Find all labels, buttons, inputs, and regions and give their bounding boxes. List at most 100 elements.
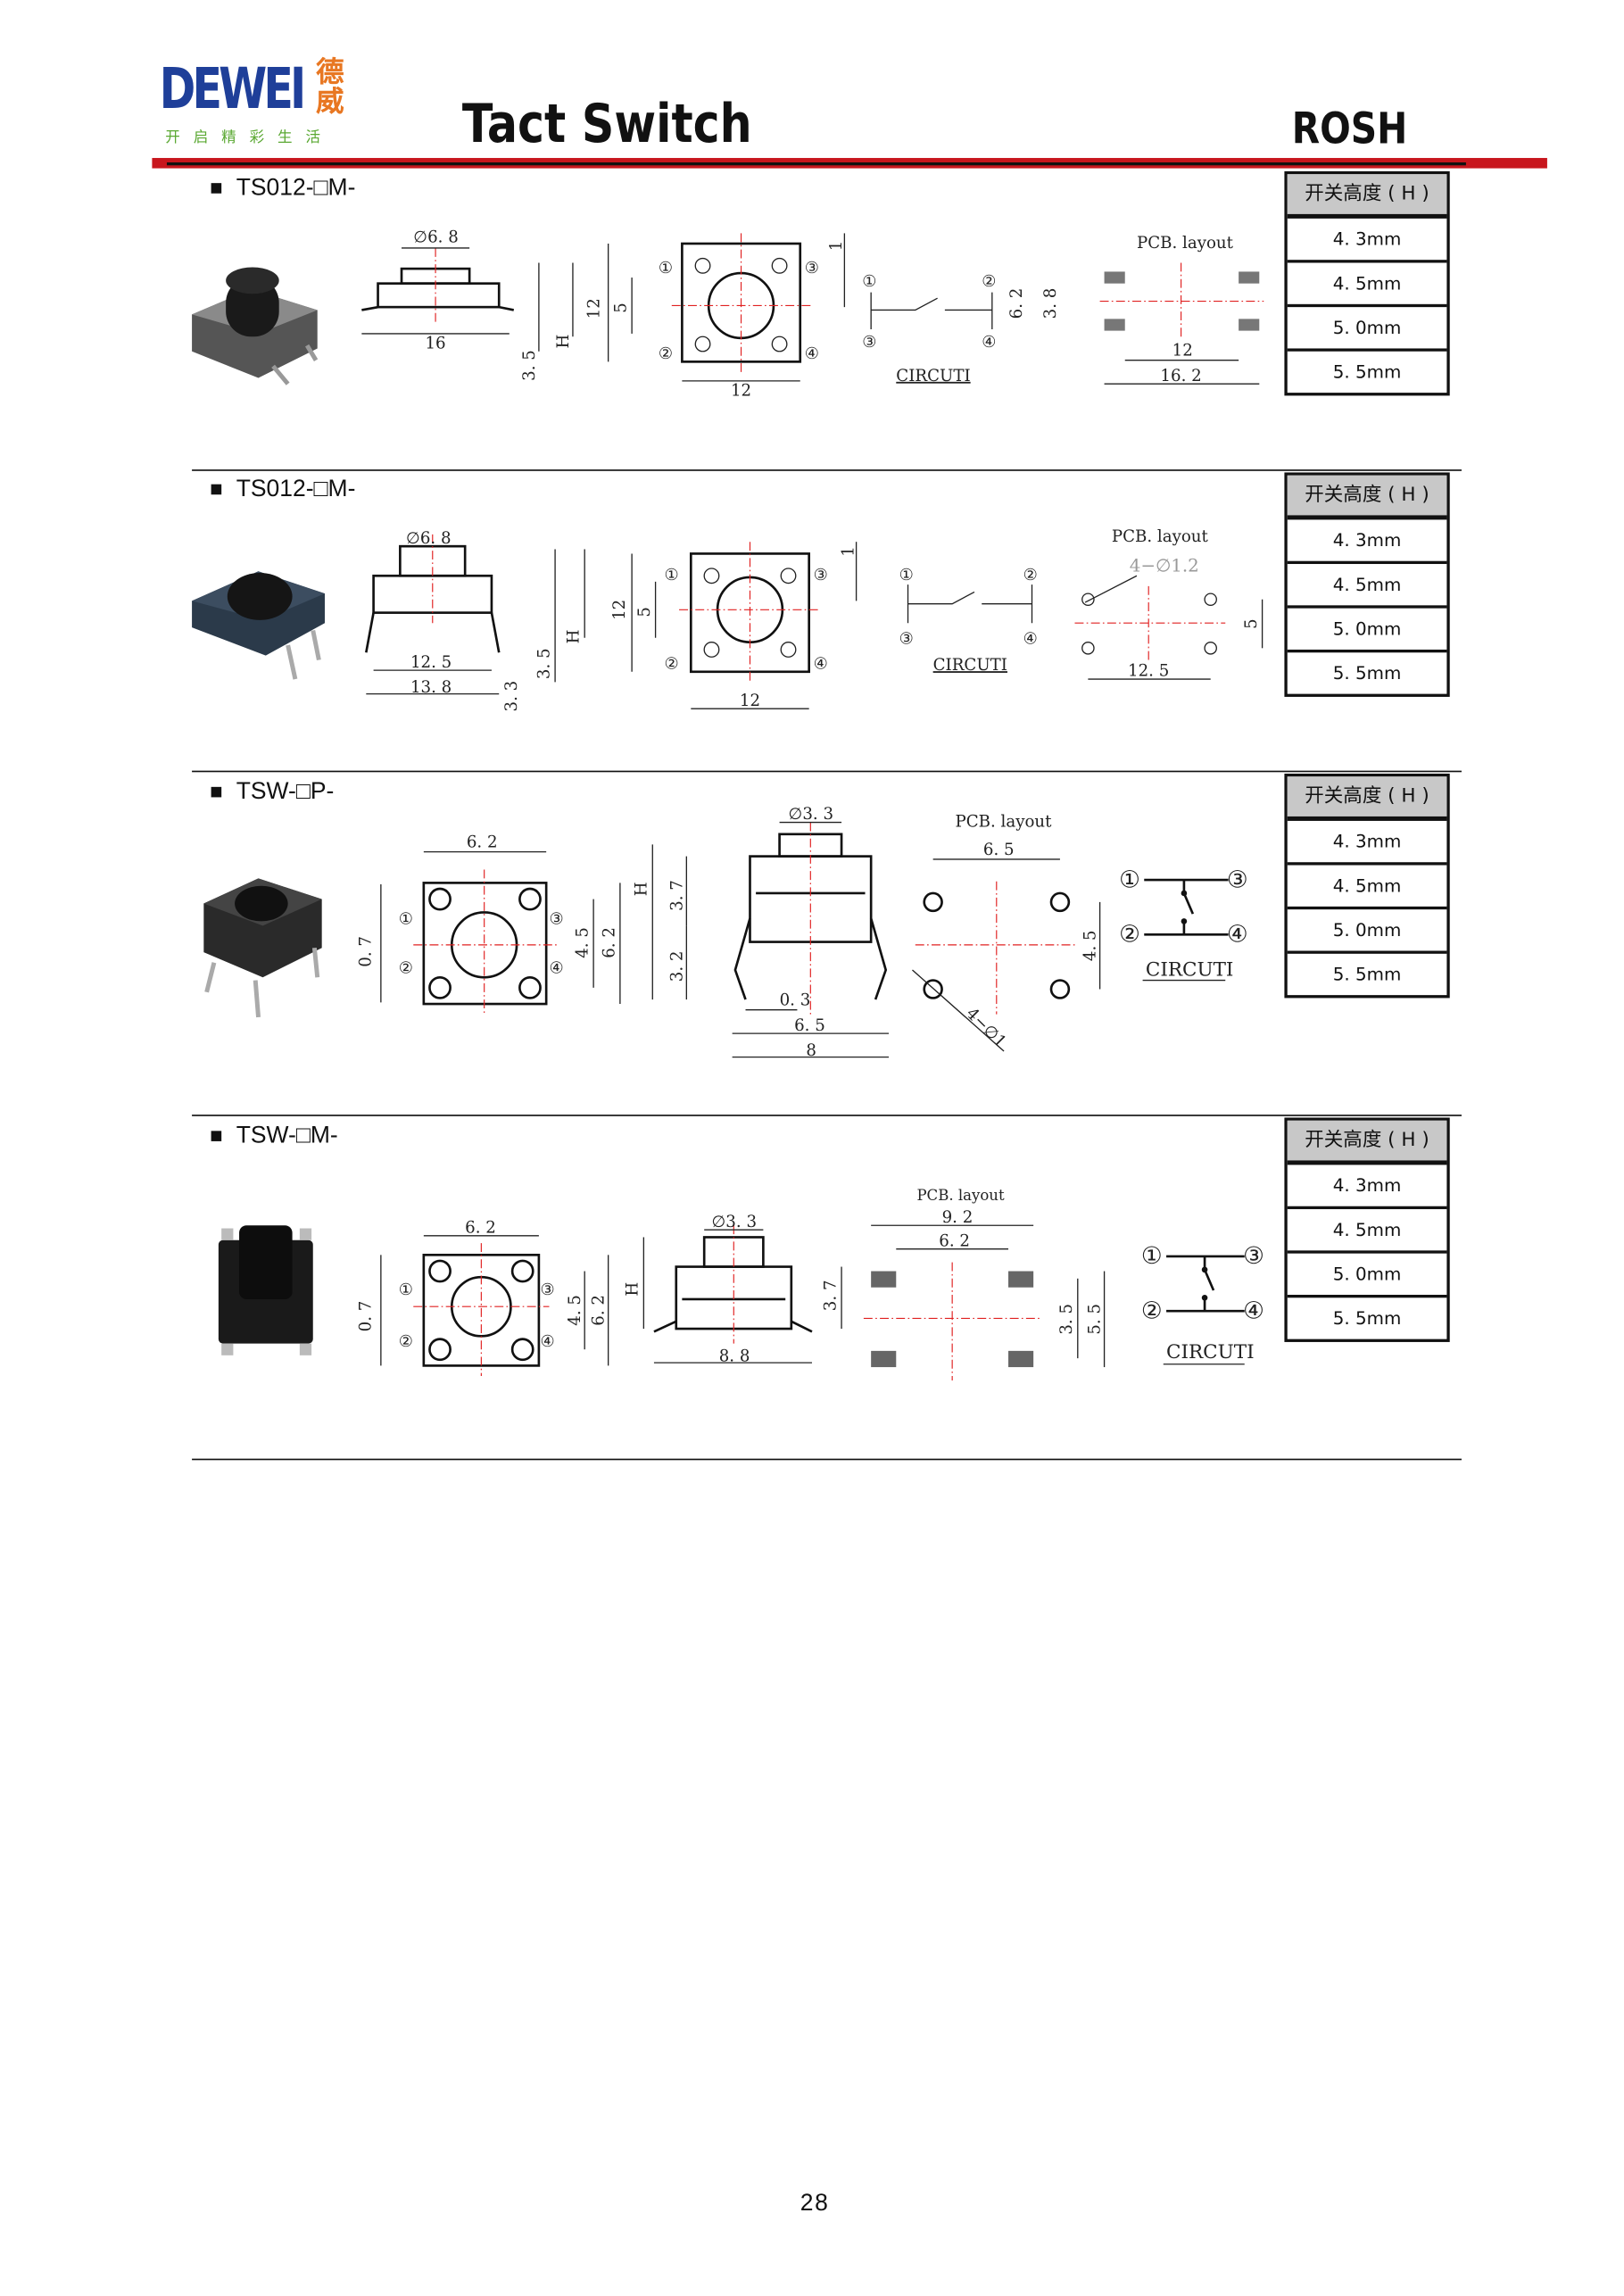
- technical-drawings: 6. 2 0. 7 4. 5 6. 2 ① ② ③ ④ ∅3. 3 H 3. 7…: [218, 1187, 1264, 1380]
- dim-label: H: [633, 882, 651, 896]
- dim-label: 5: [612, 303, 631, 313]
- dim-label: 5. 5: [1086, 1304, 1105, 1335]
- height-table: 开关高度 ( H ) 4. 3mm 4. 5mm 5. 0mm 5. 5mm: [1284, 773, 1450, 999]
- dim-label: H: [565, 629, 584, 643]
- circuit-diagram: [870, 292, 993, 329]
- height-row: 5. 5mm: [1332, 1307, 1402, 1330]
- dim-label: 3. 5: [520, 350, 539, 381]
- height-row: 4. 5mm: [1287, 263, 1447, 308]
- section-title-text: TSW-□M-: [236, 1123, 338, 1149]
- pcb-layout-label: PCB. layout: [916, 1187, 1005, 1204]
- side-view: [651, 821, 890, 1058]
- header-black-rule: [166, 162, 1466, 166]
- dim-label: 3. 5: [1057, 1304, 1076, 1335]
- height-row: 4. 3mm: [1287, 219, 1447, 263]
- section-divider: [192, 1115, 1462, 1116]
- pin-label: ④: [1243, 1297, 1264, 1324]
- height-row: 4. 3mm: [1287, 519, 1447, 565]
- pin-label: ④: [805, 344, 819, 363]
- dim-label: 12: [1172, 342, 1193, 361]
- height-table-header: 开关高度 ( H ): [1287, 1120, 1447, 1165]
- dim-label: ∅3. 3: [789, 805, 834, 824]
- height-row: 4. 5mm: [1287, 866, 1447, 910]
- pin-label: ③: [862, 333, 876, 352]
- dim-label: 5: [635, 607, 654, 618]
- pin-label: ②: [399, 958, 413, 977]
- height-row: 4. 3mm: [1287, 1165, 1447, 1210]
- product-section-ts012-1: TS012-□M- 开关高度 ( H ) 4. 3mm 4. 5mm 5. 0m…: [0, 170, 1624, 514]
- circuit-diagram: [1142, 878, 1229, 982]
- product-photo: [192, 267, 319, 385]
- pcb-layout-label: PCB. layout: [955, 813, 1052, 832]
- product-photo: [203, 878, 322, 1018]
- dim-label: 6. 5: [794, 1016, 825, 1035]
- dim-label: 1: [827, 241, 846, 252]
- dim-label: 8. 8: [719, 1347, 750, 1365]
- height-table: 开关高度 ( H ) 4. 3mm 4. 5mm 5. 0mm 5. 5mm: [1284, 170, 1450, 396]
- dim-label: 3. 7: [667, 880, 686, 911]
- dim-label: 6. 5: [983, 841, 1015, 859]
- top-view: [631, 542, 858, 709]
- pin-label: ①: [1141, 1242, 1163, 1270]
- pin-label: ④: [1023, 629, 1038, 648]
- dim-label: 9. 2: [942, 1208, 974, 1227]
- side-view: [365, 534, 585, 695]
- brand-name: ROSH: [1291, 103, 1408, 154]
- pin-label: ①: [399, 910, 413, 929]
- dim-label: ∅6. 8: [406, 529, 452, 548]
- side-view: [361, 247, 574, 352]
- pin-label: ①: [659, 259, 673, 278]
- pin-label: ②: [659, 344, 673, 363]
- dim-label: 3. 8: [1041, 288, 1060, 319]
- dim-label: 12: [585, 298, 604, 319]
- product-photo: [192, 571, 325, 680]
- circuit-label: CIRCUTI: [933, 656, 1007, 675]
- pin-label: ③: [1227, 866, 1248, 893]
- top-view: [380, 1235, 609, 1376]
- top-view: [607, 233, 846, 382]
- section-title: TS012-□M-: [211, 174, 356, 203]
- height-row: 4. 3mm: [1287, 821, 1447, 866]
- pin-label: ①: [399, 1281, 413, 1299]
- pin-label: ①: [862, 272, 876, 291]
- dim-label: 3. 5: [534, 648, 553, 679]
- pin-label: ②: [1141, 1297, 1163, 1324]
- circuit-label: CIRCUTI: [1166, 1341, 1255, 1364]
- product-photo: [218, 1225, 313, 1355]
- dim-label: 4−∅1: [963, 1004, 1010, 1051]
- pin-label: ④: [1227, 921, 1248, 949]
- dim-label: 4. 5: [1081, 930, 1100, 961]
- dim-label: 6. 2: [465, 1219, 496, 1238]
- pin-label: ④: [982, 333, 996, 352]
- dim-label: 4. 5: [573, 927, 592, 958]
- dim-label: 12: [740, 692, 760, 710]
- product-section-tsw-m: TSW-□M- 开关高度 ( H ) 4. 3mm 4. 5mm 5. 0mm …: [0, 1117, 1624, 1462]
- dim-label: 0. 7: [356, 1301, 375, 1332]
- height-table-header: 开关高度 ( H ): [1287, 475, 1447, 520]
- dim-label: 1: [839, 546, 858, 557]
- pin-label: ③: [541, 1281, 555, 1299]
- circuit-label: CIRCUTI: [896, 367, 970, 385]
- side-view: [642, 1225, 842, 1364]
- dim-label: 6. 2: [467, 833, 498, 852]
- dim-label: 12: [610, 600, 629, 620]
- product-section-tsw-p: TSW-□P- 开关高度 ( H ) 4. 3mm 4. 5mm 5. 0mm …: [0, 773, 1624, 1118]
- technical-drawings: 6. 2 0. 7 4. 5 6. 2 ① ② ③ ④ ∅3. 3 H: [203, 805, 1248, 1060]
- section-divider: [192, 469, 1462, 471]
- dim-label: 4−∅1.2: [1130, 555, 1199, 576]
- pcb-layout: [912, 858, 1101, 1052]
- product-section-ts012-2: TS012-□M- 开关高度 ( H ) 4. 3mm 4. 5mm 5. 0m…: [0, 472, 1624, 816]
- pcb-layout-label: PCB. layout: [1137, 234, 1234, 253]
- pcb-layout-label: PCB. layout: [1112, 527, 1209, 546]
- top-view: [380, 850, 621, 1015]
- section-title: TSW-□M-: [211, 1122, 338, 1151]
- height-row: 4. 5mm: [1287, 1209, 1447, 1254]
- pin-label: ①: [1119, 866, 1140, 893]
- page-title: Tact Switch: [461, 94, 752, 155]
- pin-label: ①: [665, 566, 679, 584]
- section-title-text: TS012-□M-: [236, 175, 356, 202]
- dim-label: 0. 7: [356, 936, 375, 967]
- pin-label: ②: [665, 654, 679, 673]
- pcb-layout: [1074, 575, 1264, 680]
